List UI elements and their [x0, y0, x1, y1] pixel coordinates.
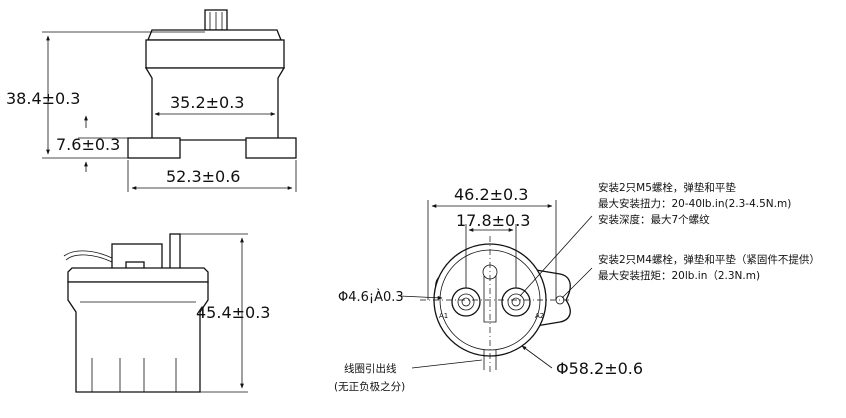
side-terminal-left: [127, 137, 181, 159]
dim-mount-spacing-label: 46.2±0.3: [454, 185, 528, 204]
front-main-body: [67, 281, 209, 393]
dim-terminal-spacing-label: 17.8±0.3: [456, 211, 530, 230]
outer-diameter-label: Φ58.2±0.6: [556, 359, 643, 378]
coil-note-leader: [411, 359, 483, 369]
terminal-label-right: A2: [535, 312, 544, 320]
side-view: [127, 9, 297, 159]
coil-wire: [65, 254, 113, 263]
dim-inner-width-label: 35.2±0.3: [170, 93, 244, 112]
side-upper-body: [145, 39, 285, 69]
m5-note-line3: 安装深度：最大7个螺纹: [598, 213, 710, 226]
front-view: [63, 233, 209, 393]
hole-diameter-label: Φ4.6¡À0.3: [338, 289, 404, 305]
m5-note-leader: [519, 215, 593, 297]
terminal-stud-left: [451, 287, 481, 317]
terminal-stud-right: [501, 287, 531, 317]
terminal-label-left: A1: [439, 312, 448, 320]
side-top-cap: [147, 29, 282, 41]
m4-note-line1: 安装2只M4螺栓，弹垫和平垫（紧固件不提供）: [598, 253, 820, 266]
m5-note-line1: 安装2只M5螺栓，弹垫和平垫: [598, 181, 736, 194]
outer-diameter-leader: [521, 345, 553, 369]
dim-base-width-label: 52.3±0.6: [166, 167, 240, 186]
hole-leader: [399, 295, 443, 300]
top-view: A1 A2: [420, 236, 571, 374]
dim-height-total-label: 38.4±0.3: [6, 89, 80, 108]
m4-note-leader: [561, 267, 593, 299]
front-cap: [67, 267, 209, 283]
dim-terminal-height-label: 7.6±0.3: [56, 135, 120, 154]
coil-note-line1: 线圈引出线: [344, 362, 397, 375]
side-terminal-right: [245, 137, 297, 159]
m4-note-line2: 最大安装扭矩：20lb.in（2.3N.m): [598, 269, 760, 282]
coil-note-line2: (无正负极之分): [334, 380, 405, 393]
m5-note-line2: 最大安装扭力：20-40lb.in(2.3-4.5N.m): [598, 197, 791, 210]
dim-front-height-label: 45.4±0.3: [196, 303, 270, 322]
